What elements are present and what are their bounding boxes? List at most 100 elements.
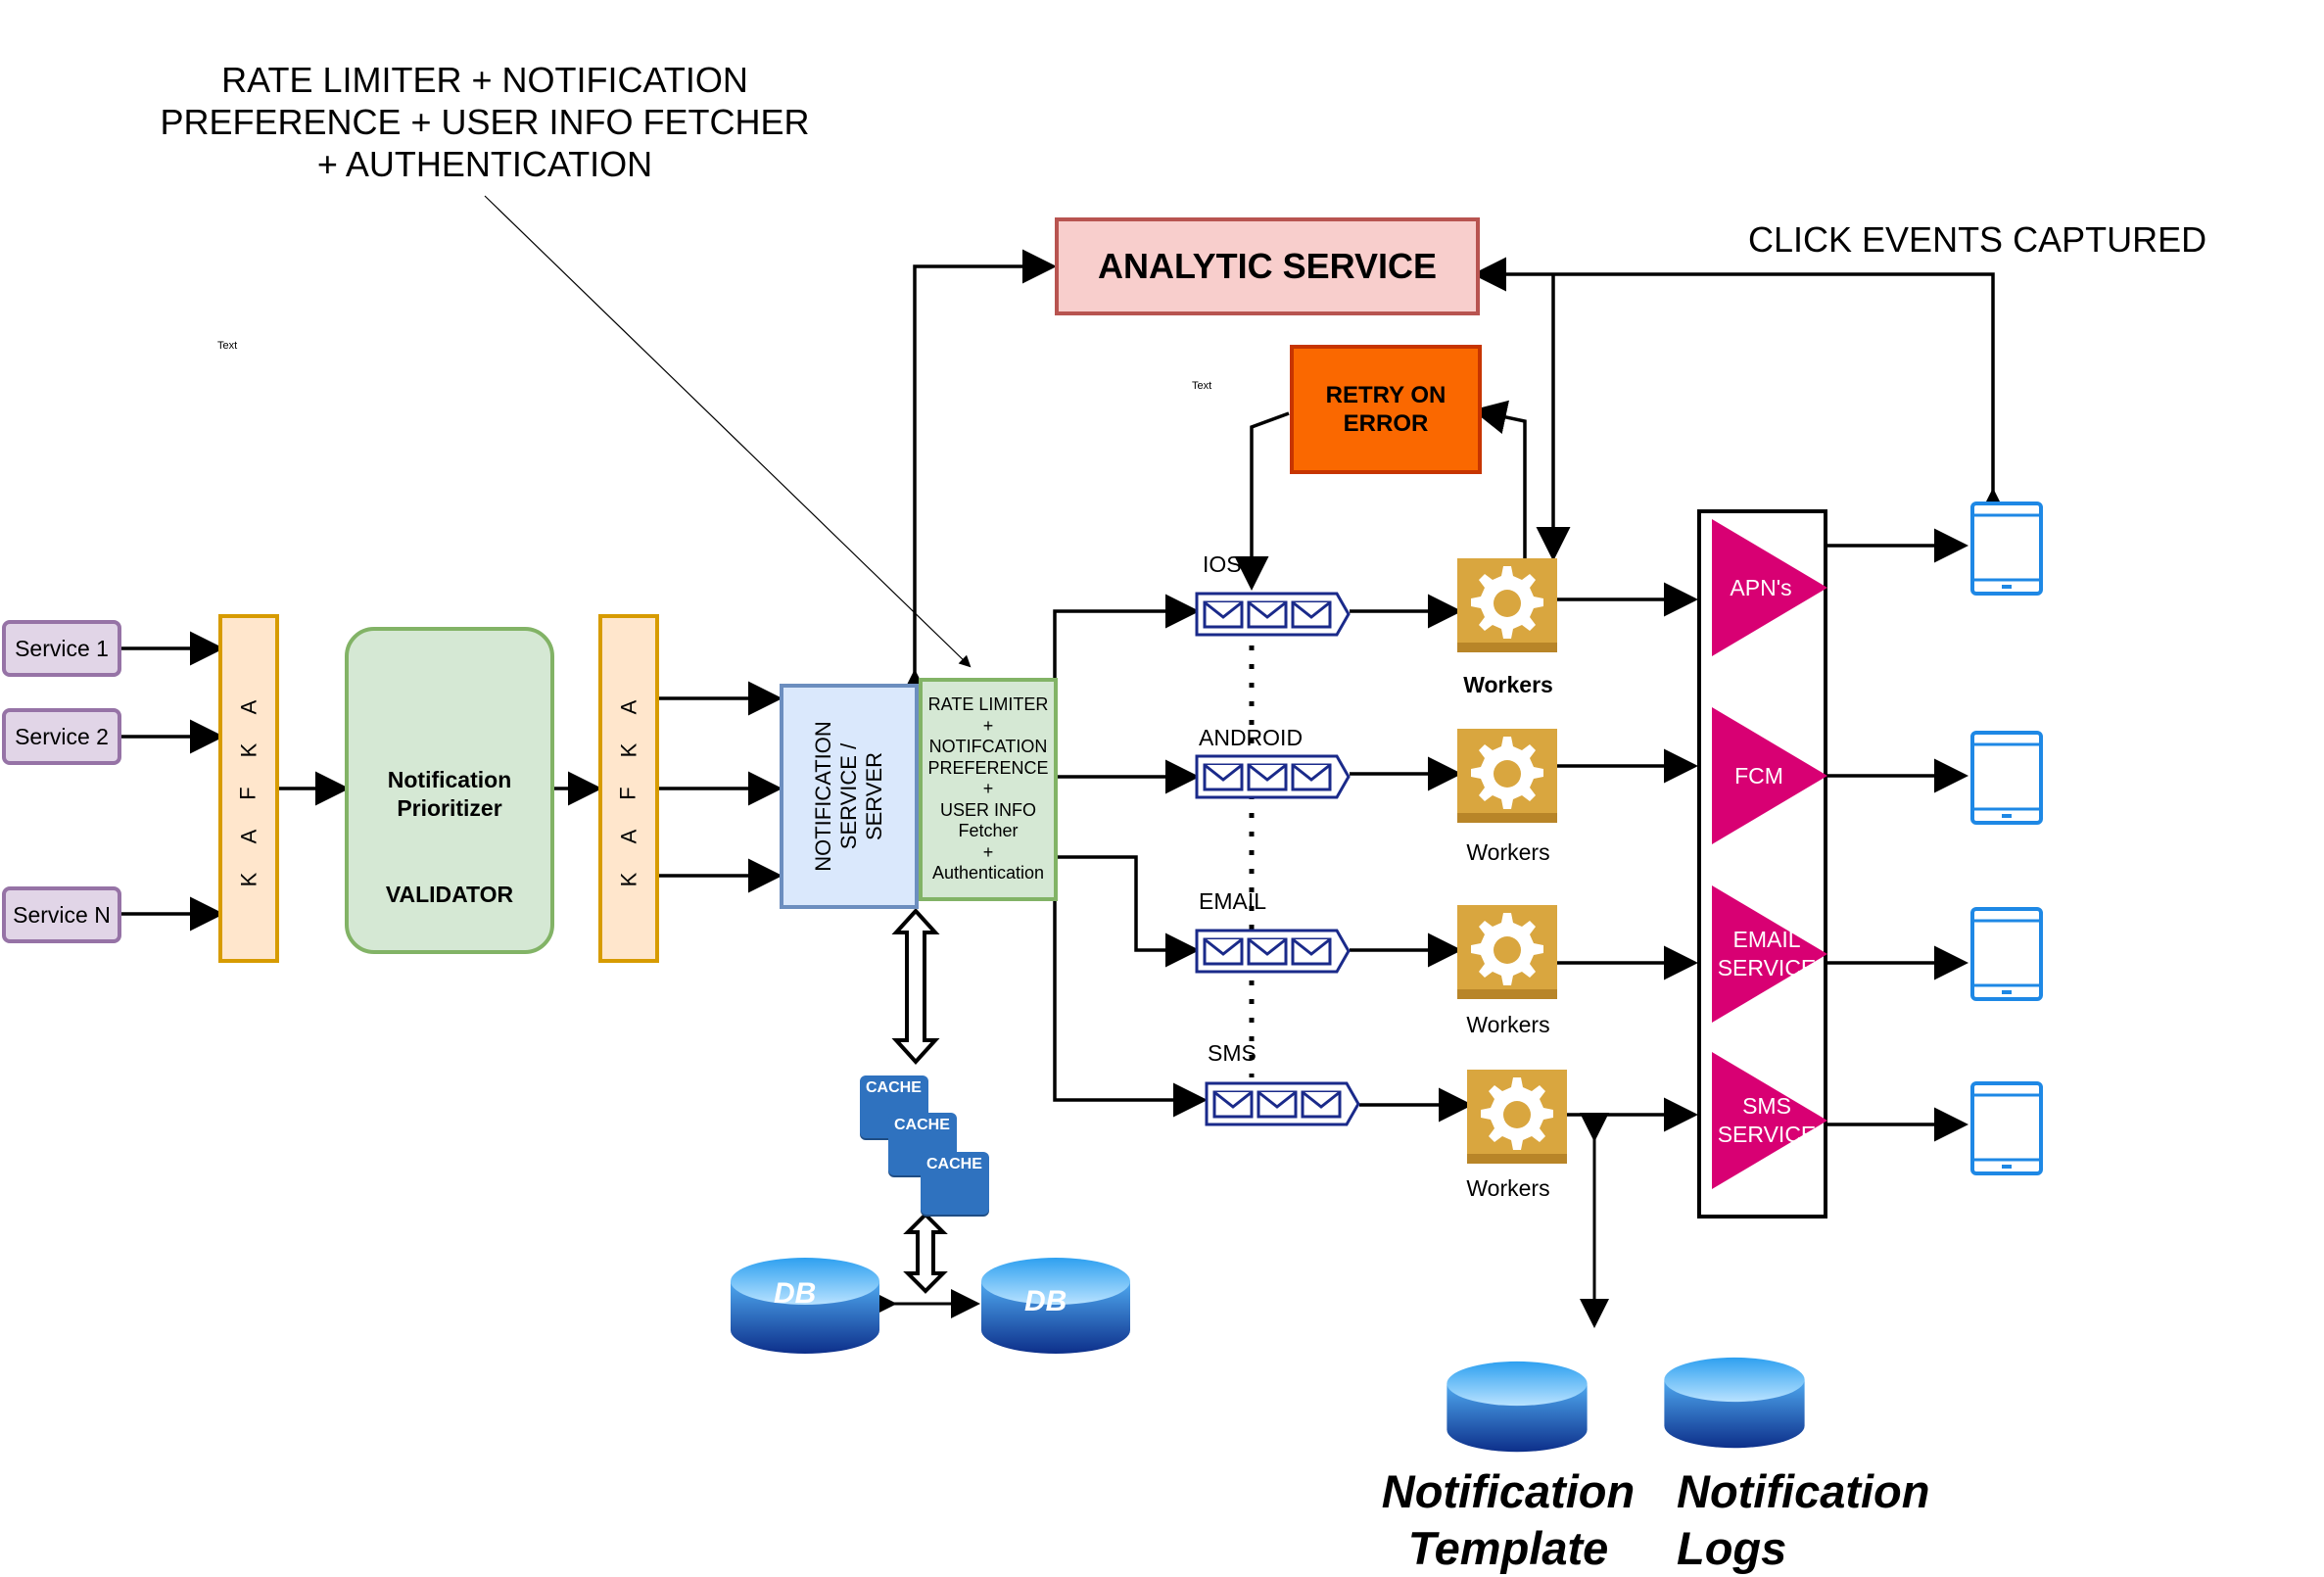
database-1-icon[interactable] (729, 1256, 881, 1358)
mw-line: RATE LIMITER (927, 694, 1049, 715)
tablet-device-icon[interactable] (1970, 731, 2043, 825)
provider-fcm[interactable]: FCM (1712, 707, 1827, 844)
arrow-cache-db (903, 1212, 948, 1294)
fcm-triangle-icon (1712, 707, 1827, 844)
provider-line1: EMAIL (1732, 927, 1801, 952)
kafka-letter: A (236, 699, 261, 715)
queue-label-ios: IOS (1203, 551, 1242, 577)
provider-sms-label: SMS SERVICE (1712, 1052, 1822, 1189)
workers-label-sms: Workers (1466, 1175, 1550, 1201)
annotation-line3: + AUTHENTICATION (316, 144, 653, 184)
email-triangle-icon (1712, 885, 1827, 1023)
mw-line: + (982, 779, 994, 799)
sms-workers-gear-icon[interactable] (1467, 1070, 1567, 1164)
tablet-device-icon[interactable] (1970, 502, 2043, 596)
kafka-letter: A (616, 699, 640, 715)
arrow-service-cache (891, 908, 940, 1065)
tablet-device-icon[interactable] (1970, 1081, 2043, 1175)
notification-logs-db-icon[interactable] (1661, 1356, 1808, 1452)
kafka-letter: K (616, 742, 640, 758)
arrow-to-ios-queue (1053, 594, 1200, 686)
providers-container (1697, 509, 1827, 1219)
mw-line: Fetcher (958, 821, 1019, 841)
notification-template-db-icon[interactable] (1444, 1360, 1590, 1456)
prioritizer-title: Notification Prioritizer (349, 766, 550, 823)
kafka-letter: K (616, 872, 640, 887)
kafka-letter: F (615, 787, 640, 800)
provider-email[interactable]: EMAIL SERVICE (1712, 885, 1827, 1023)
ns-line3: SERVER (862, 751, 886, 841)
notification-logs-label: Notification Logs (1677, 1463, 1970, 1577)
sms-queue-icon[interactable] (1205, 1081, 1361, 1126)
arrow-to-email-queue (1055, 855, 1200, 968)
prioritizer-line1: Notification (387, 767, 512, 792)
service-2-box[interactable]: Service 2 (2, 708, 121, 765)
apns-triangle-icon (1712, 519, 1827, 656)
provider-line1: FCM (1734, 762, 1783, 788)
mw-line: USER INFO (939, 799, 1036, 820)
workers-label-android: Workers (1466, 839, 1550, 865)
tablet-device-icon[interactable] (1970, 907, 2043, 1001)
provider-email-label: EMAIL SERVICE (1712, 885, 1822, 1023)
queue-label-android: ANDROID (1199, 725, 1304, 750)
provider-fcm-label: FCM (1712, 707, 1806, 844)
ios-workers-gear-icon[interactable] (1457, 558, 1557, 652)
placeholder-text-2: Text (1192, 380, 1212, 392)
template-line1: Notification (1381, 1465, 1636, 1517)
kafka-letter: F (235, 787, 261, 800)
provider-line1: APN's (1730, 574, 1792, 600)
prioritizer-line2: Prioritizer (397, 795, 502, 821)
arrow-retry-ios-queue (1234, 411, 1290, 591)
arrow-service-analytic (897, 249, 1057, 703)
provider-apns[interactable]: APN's (1712, 519, 1827, 656)
kafka-1-letters: A K F A K (222, 618, 275, 959)
android-queue-icon[interactable] (1195, 754, 1352, 799)
notification-service-box[interactable]: NOTIFICATION SERVICE / SERVER (780, 684, 919, 909)
provider-sms[interactable]: SMS SERVICE (1712, 1052, 1827, 1189)
email-queue-icon[interactable] (1195, 929, 1352, 974)
kafka-queue-1[interactable]: A K F A K (218, 614, 279, 963)
email-workers-gear-icon[interactable] (1457, 905, 1557, 999)
queue-label-email: EMAIL (1199, 888, 1267, 914)
notification-prioritizer-box[interactable]: Notification Prioritizer VALIDATOR (345, 627, 554, 954)
middleware-box[interactable]: RATE LIMITER + NOTIFCATION PREFERENCE + … (919, 678, 1058, 901)
mw-line: NOTIFCATION (928, 737, 1048, 757)
service-n-box[interactable]: Service N (2, 886, 121, 943)
ios-queue-icon[interactable] (1195, 592, 1352, 637)
ns-line1: NOTIFICATION (811, 721, 835, 872)
kafka-letter: A (236, 829, 261, 844)
queue-label-sms: SMS (1208, 1040, 1257, 1066)
provider-line2: SERVICE (1717, 1122, 1817, 1147)
retry-on-error-box[interactable]: RETRY ON ERROR (1290, 345, 1482, 474)
retry-line1: RETRY ON (1325, 382, 1447, 408)
kafka-letter: K (236, 872, 261, 887)
mw-line: + (982, 841, 994, 862)
validator-label: VALIDATOR (385, 882, 514, 907)
notification-template-label: Notification Template (1361, 1463, 1655, 1577)
ns-line2: SERVICE / (836, 742, 861, 850)
service-1-box[interactable]: Service 1 (2, 620, 121, 677)
template-line2: Template (1407, 1522, 1609, 1574)
database-2-icon[interactable] (979, 1256, 1132, 1358)
db-label-2: DB (1024, 1285, 1067, 1317)
mw-line: + (982, 715, 994, 736)
provider-apns-label: APN's (1712, 519, 1810, 656)
click-events-label: CLICK EVENTS CAPTURED (1748, 219, 2207, 260)
workers-label-email: Workers (1466, 1012, 1550, 1037)
retry-line2: ERROR (1343, 410, 1429, 437)
logs-line2: Logs (1677, 1522, 1787, 1574)
workers-label-ios: Workers (1463, 672, 1553, 697)
annotation-line2: PREFERENCE + USER INFO FETCHER (160, 102, 810, 142)
mw-line: PREFERENCE (927, 757, 1049, 778)
provider-line2: SERVICE (1717, 955, 1817, 980)
placeholder-text-1: Text (217, 340, 238, 352)
cache-node-3[interactable]: CACHE (921, 1152, 989, 1215)
kafka-queue-2[interactable]: A K F A K (598, 614, 659, 963)
android-workers-gear-icon[interactable] (1457, 729, 1557, 823)
analytic-service-box[interactable]: ANALYTIC SERVICE (1055, 217, 1480, 315)
notification-service-label: NOTIFICATION SERVICE / SERVER (811, 721, 887, 872)
sms-triangle-icon (1712, 1052, 1827, 1189)
kafka-2-letters: A K F A K (602, 618, 655, 959)
